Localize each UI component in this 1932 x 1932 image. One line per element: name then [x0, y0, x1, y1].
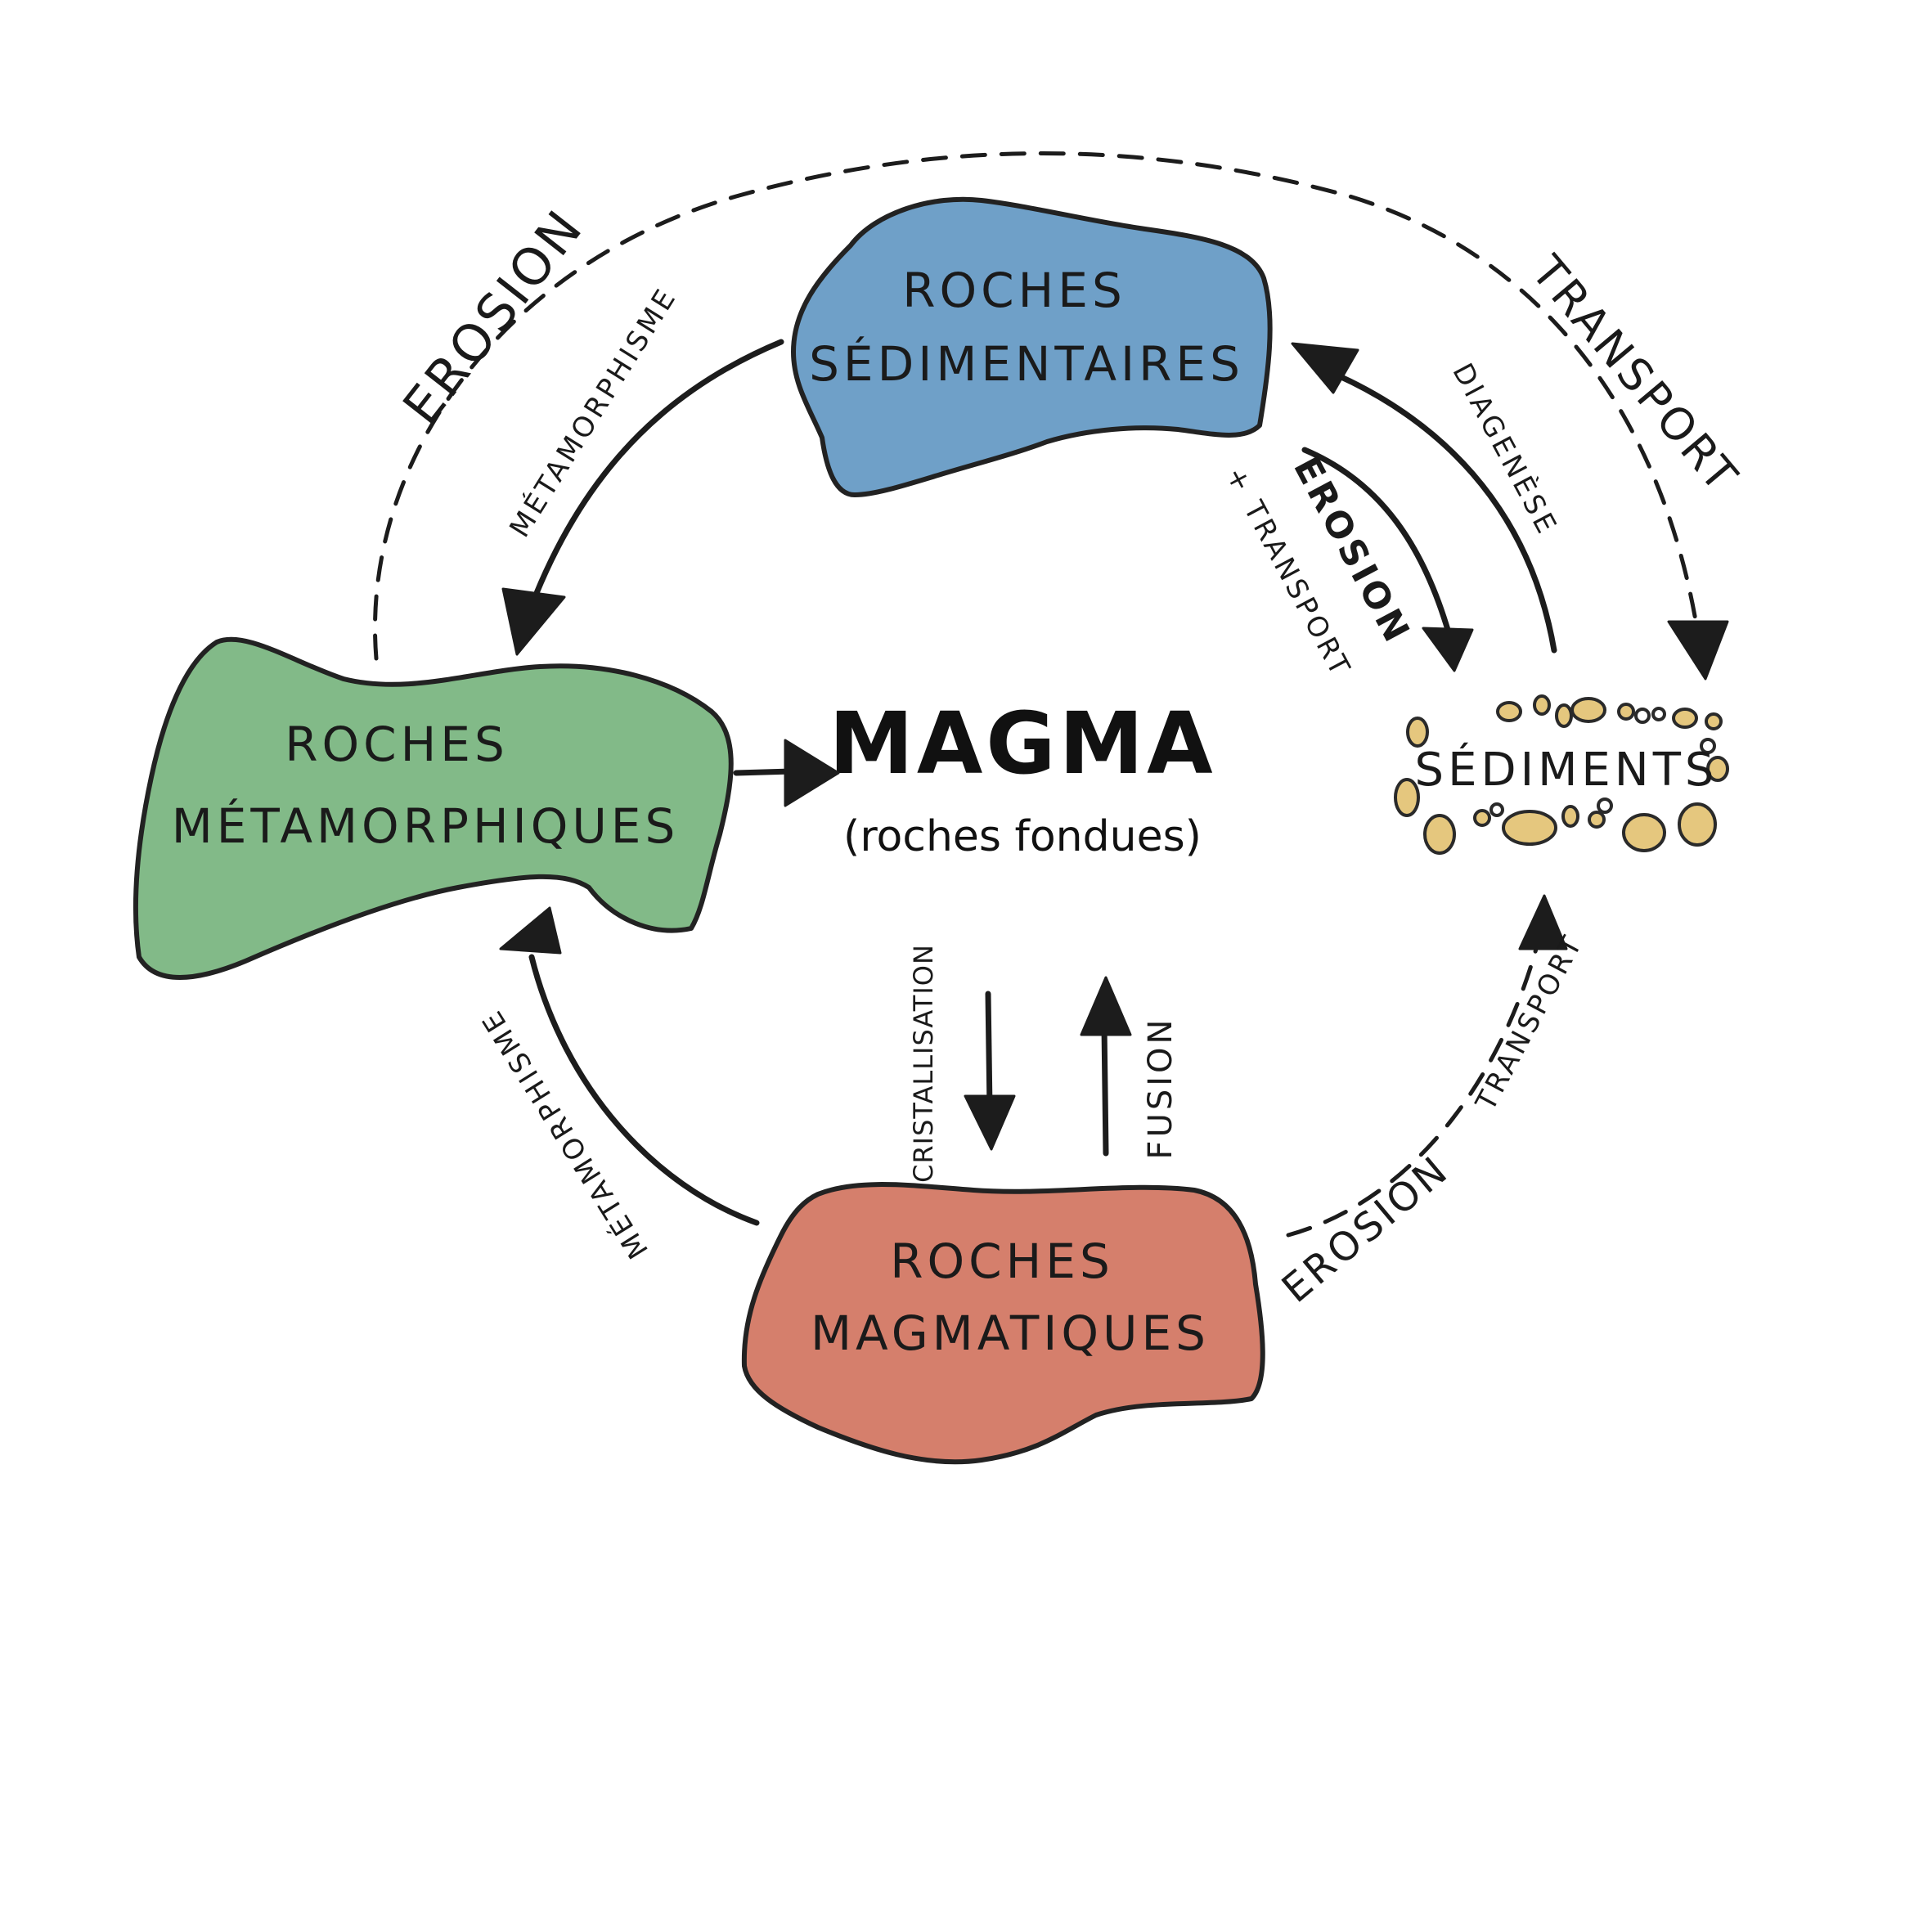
sediment-pebble	[1423, 814, 1456, 855]
sediment-pebble	[1705, 712, 1723, 730]
sediment-pebble	[1496, 701, 1522, 722]
arrowhead-erosion-transport	[1422, 627, 1474, 672]
sediment-pebble	[1700, 738, 1716, 754]
metamorphic-rocks-node: Roches Métamorphiques	[133, 636, 734, 980]
sediment-pebble	[1617, 703, 1635, 721]
sediment-pebble	[1502, 810, 1557, 846]
arrowhead-cristallisation	[964, 1094, 1016, 1151]
metamorphic-rocks-shape	[133, 636, 734, 980]
edge-label-metamorphisme-top: Métamorphisme	[502, 281, 684, 544]
arrow-to-magma	[733, 768, 795, 776]
sediments-node: Sédiments	[1394, 694, 1729, 855]
arrow-metamorphism-bottom	[528, 954, 760, 1226]
sediment-pebble	[1706, 756, 1729, 782]
edge-label-fusion: Fusion	[1142, 1017, 1179, 1160]
edge-label-cristallisation: Cristallisation	[908, 944, 939, 1183]
igneous-rocks-shape	[741, 1182, 1265, 1465]
sediment-pebble	[1672, 708, 1698, 729]
arrow-metamorphism-top	[528, 339, 784, 609]
sedimentary-rocks-node: Roches Sédimentaires	[791, 196, 1273, 497]
sedimentary-rocks-line2: Sédimentaires	[809, 335, 1244, 392]
outer-dashed-arc	[373, 151, 1700, 661]
arrow-erosion-transport-bottom	[1286, 946, 1539, 1238]
sediment-pebble	[1622, 813, 1666, 852]
edge-label-transport-bottom: Transport	[1469, 928, 1590, 1117]
igneous-rocks-line2: Magmatiques	[811, 1305, 1210, 1361]
sediment-pebble	[1570, 697, 1606, 723]
arrowhead-to-magma	[784, 739, 840, 807]
igneous-rocks-node: Roches Magmatiques	[741, 1182, 1265, 1465]
metamorphic-rocks-line1: Roches	[285, 717, 509, 772]
sediment-pebble	[1394, 778, 1420, 817]
sediment-pebble	[1489, 802, 1504, 817]
magma-title: MAGMA	[829, 694, 1215, 793]
sediments-label: Sédiments	[1415, 744, 1719, 797]
arrowhead-metamorphism-top	[501, 587, 566, 656]
magma-node: MAGMA (roches fondues)	[829, 694, 1215, 861]
arrow-diagenese	[1318, 365, 1557, 654]
magma-subtitle: (roches fondues)	[843, 812, 1202, 861]
sediment-pebble	[1678, 802, 1717, 847]
arrow-erosion-transport	[1301, 447, 1451, 633]
arrowhead-fusion	[1080, 976, 1132, 1036]
sediment-pebble	[1588, 811, 1606, 829]
arrowhead-diagenese	[1291, 342, 1359, 394]
edge-label-transport-top: Transport	[1521, 245, 1749, 503]
sediment-pebble	[1561, 805, 1579, 828]
sediment-pebble	[1634, 708, 1651, 724]
sedimentary-rocks-shape	[791, 196, 1273, 497]
sediment-pebble	[1555, 703, 1573, 728]
sediment-pebble	[1651, 707, 1666, 721]
arrow-cristallisation	[985, 991, 993, 1112]
sediment-pebble	[1406, 717, 1429, 748]
sedimentary-rocks-line1: Roches	[902, 263, 1126, 318]
metamorphic-rocks-line2: Métamorphiques	[172, 798, 680, 854]
arrowhead-erosion-transport-bottom	[1518, 894, 1568, 950]
arrow-fusion	[1101, 1023, 1109, 1157]
igneous-rocks-line1: Roches	[890, 1233, 1114, 1289]
sediment-pebble	[1533, 694, 1551, 716]
arrowhead-metamorphism-bottom	[499, 906, 562, 955]
edge-label-erosion-top: Erosion	[391, 197, 595, 435]
sediment-pebble	[1473, 809, 1491, 827]
arrowhead-transport-top	[1667, 620, 1729, 681]
sediment-pebble	[1597, 798, 1613, 814]
